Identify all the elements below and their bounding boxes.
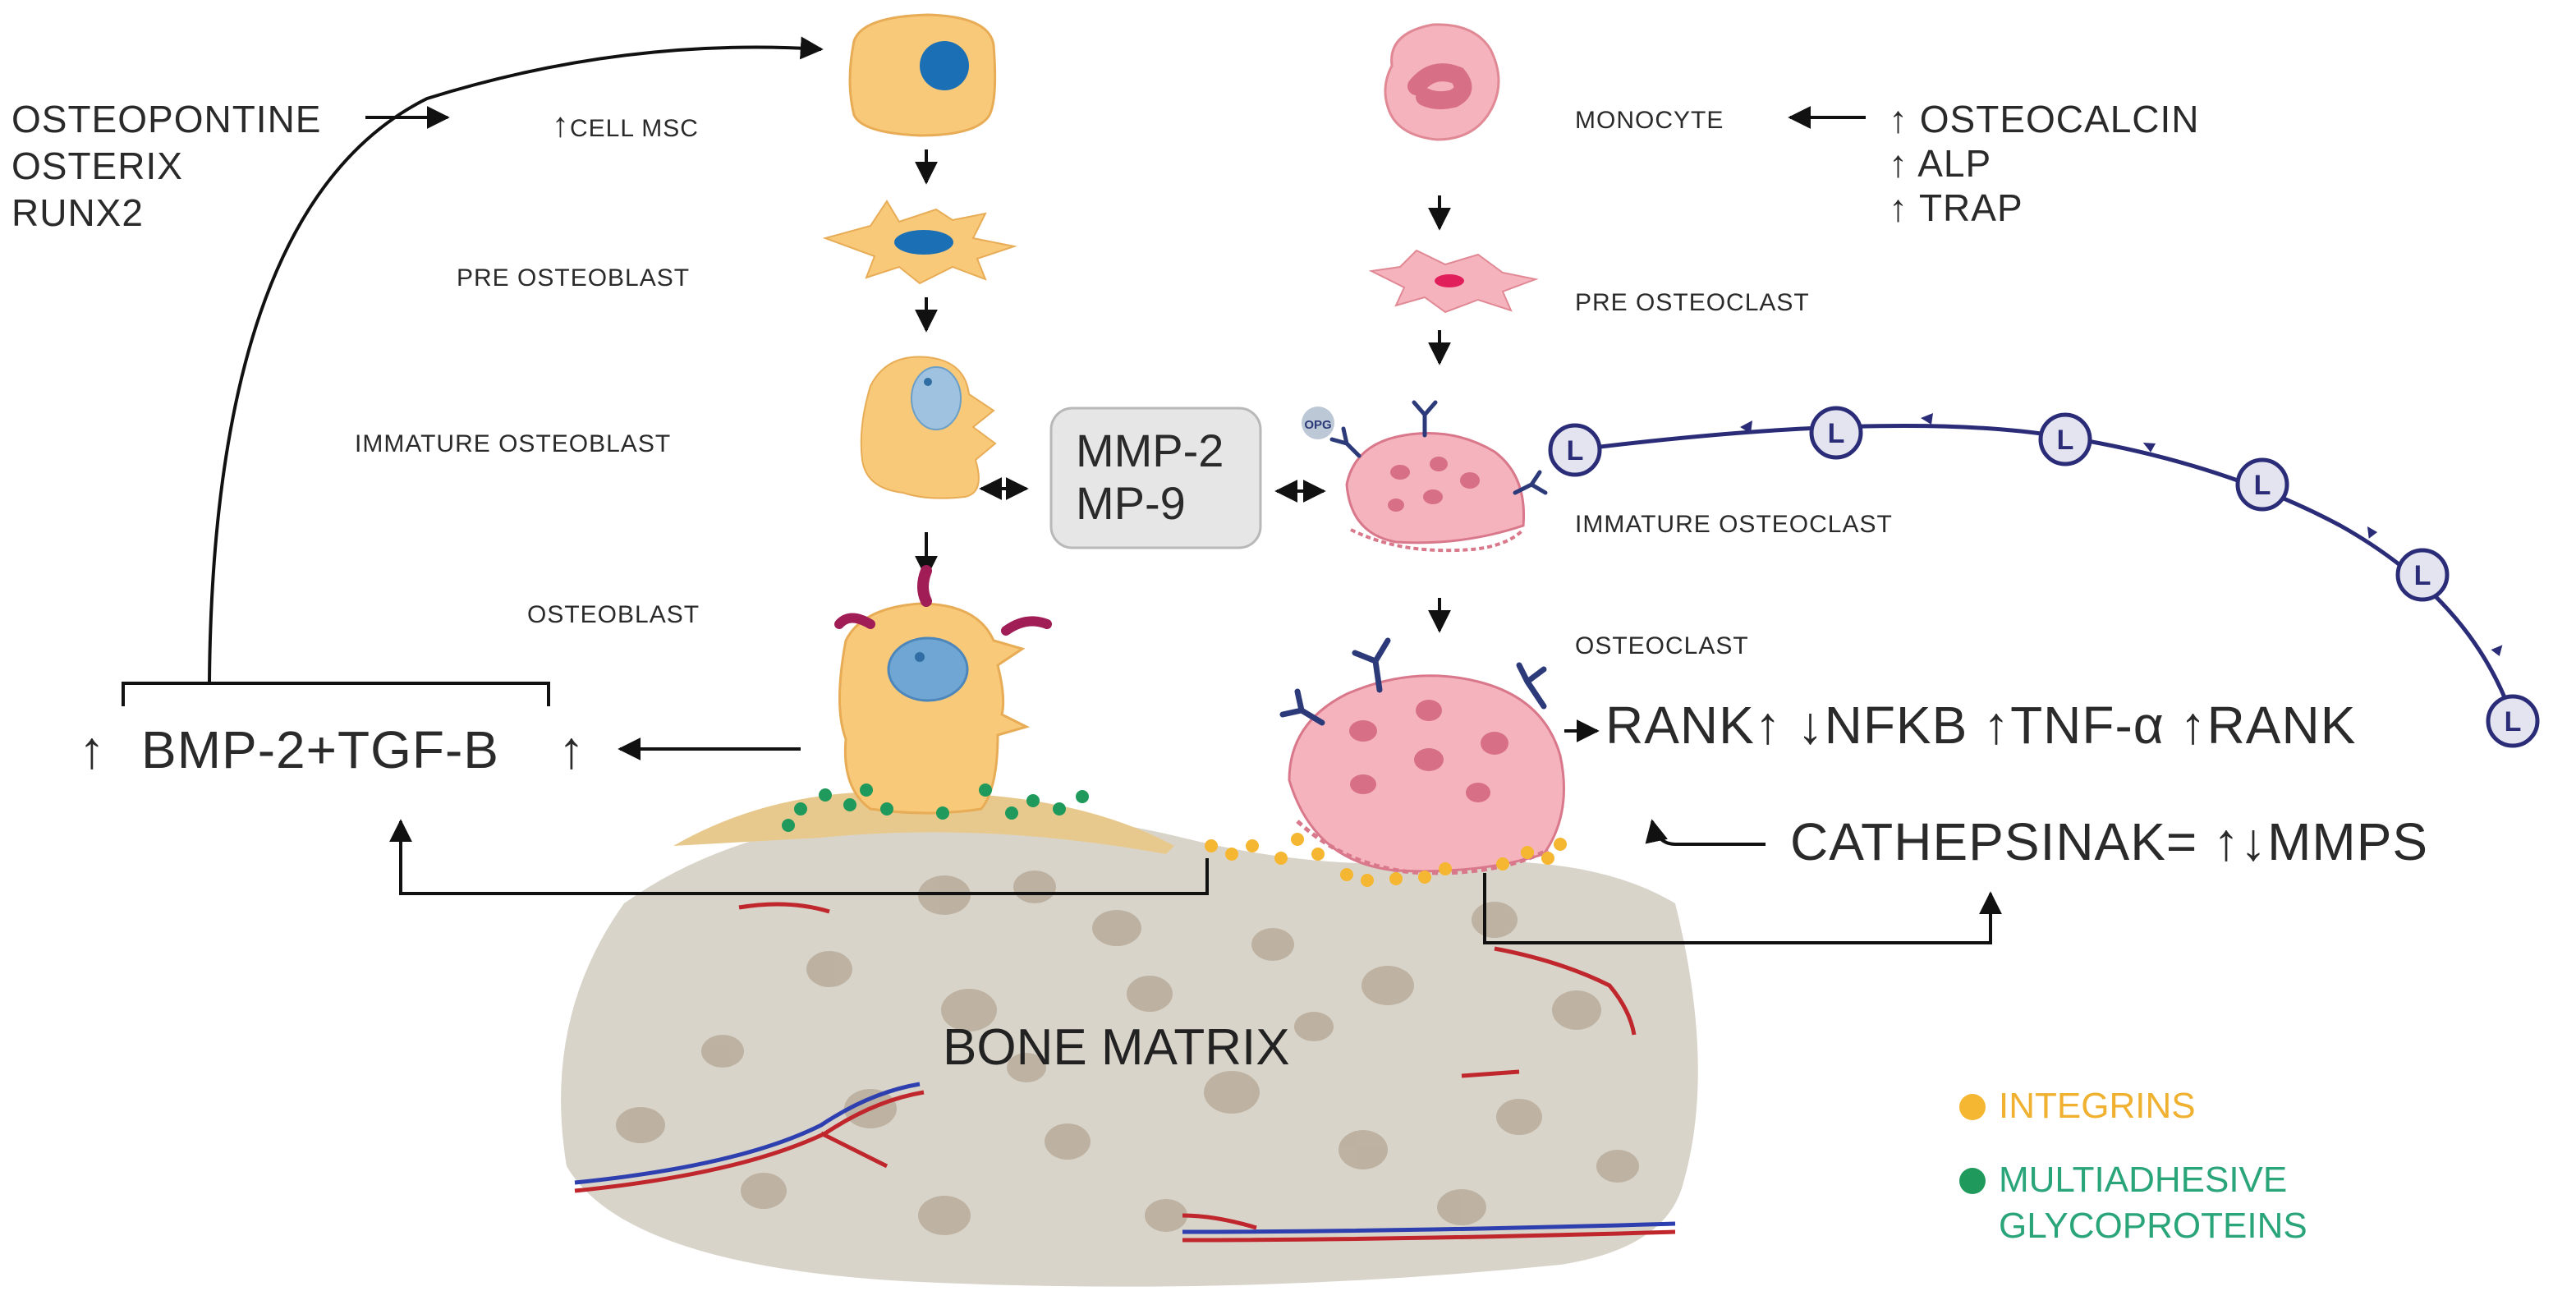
ligand-circles: L L L L L L (1548, 406, 2540, 748)
ligand-letter: L (2057, 425, 2074, 456)
monocyte-label: MONOCYTE (1575, 107, 1724, 134)
ligand-letter: L (2414, 560, 2431, 591)
immature-osteoblast-cell (860, 356, 997, 499)
msc-cell (848, 13, 997, 137)
osteoclast-label: OSTEOCLAST (1575, 632, 1749, 659)
ligand-chain (1573, 413, 2515, 719)
ligand-circle (1548, 423, 1602, 477)
cell-msc-label: ↑CELL MSC (552, 105, 699, 144)
immature-osteoblast-label: IMMATURE OSTEOBLAST (355, 430, 672, 457)
immature-osteoclast-cell: OPG (1302, 400, 1548, 553)
pre-osteoblast-cell (822, 200, 1017, 285)
pre-osteoblast-label: PRE OSTEOBLAST (457, 264, 691, 292)
marker-runx2: RUNX2 (11, 191, 144, 234)
marker-osteocalcin: ↑ OSTEOCALCIN (1889, 98, 2200, 140)
immature-osteoclast-label: IMMATURE OSTEOCLAST (1575, 511, 1893, 538)
integrin-legend-dot (1959, 1094, 1986, 1120)
monocyte-cell (1384, 23, 1500, 141)
glycoprotein-legend-line-1: MULTIADHESIVE (1999, 1160, 2288, 1200)
pre-osteoclast-cell (1368, 249, 1539, 314)
marker-alp-text: ALP (1917, 142, 1992, 185)
arrows (122, 36, 2002, 944)
opg-label: OPG (1304, 418, 1331, 432)
ligand-letter: L (1828, 418, 1845, 449)
marker-osteopontine: OSTEOPONTINE (11, 98, 322, 140)
marker-trap: ↑ TRAP (1889, 186, 2023, 229)
marker-osteocalcin-text: OSTEOCALCIN (1919, 98, 2200, 140)
glycoprotein-legend-line-2: GLYCOPROTEINS (1999, 1206, 2307, 1246)
ligand-circle (1809, 406, 1863, 460)
mmp-line-2: MP-9 (1076, 477, 1186, 529)
osteoclast-cell (1205, 637, 1567, 887)
bone-matrix-label: BONE MATRIX (943, 1019, 1290, 1076)
osteoblast-label: OSTEOBLAST (527, 601, 700, 628)
osteoblast-cell (782, 565, 1089, 832)
integrin-legend-label: INTEGRINS (1999, 1086, 2196, 1126)
glycoprotein-legend-dot (1959, 1168, 1986, 1194)
mmp-line-1: MMP-2 (1076, 425, 1224, 476)
ligand-letter: L (1567, 435, 1584, 466)
ligand-circle (2235, 457, 2289, 512)
ligand-circle (2486, 694, 2540, 748)
marker-trap-text: TRAP (1918, 186, 2023, 229)
pre-osteoclast-label: PRE OSTEOCLAST (1575, 289, 1810, 316)
mmp-box (1049, 407, 1262, 549)
cathepsin-line: CATHEPSINAK= ↑↓MMPS (1790, 812, 2429, 871)
ligand-letter: L (2254, 470, 2271, 501)
bmp-tgf-label: BMP-2+TGF-B (141, 720, 499, 779)
ligand-circle (2395, 548, 2450, 602)
bmp-up-left: ↑ (79, 720, 106, 779)
bmp-up-right: ↑ (558, 720, 585, 779)
marker-alp: ↑ ALP (1889, 142, 1992, 185)
rank-nfkb-line: RANK↑ ↓NFKB ↑TNF-α ↑RANK (1605, 696, 2357, 755)
ligand-letter: L (2505, 706, 2522, 737)
bone-matrix (561, 791, 1698, 1287)
cell-msc-text: CELL MSC (570, 115, 699, 142)
marker-osterix: OSTERIX (11, 145, 183, 187)
ligand-circle (2038, 412, 2092, 466)
